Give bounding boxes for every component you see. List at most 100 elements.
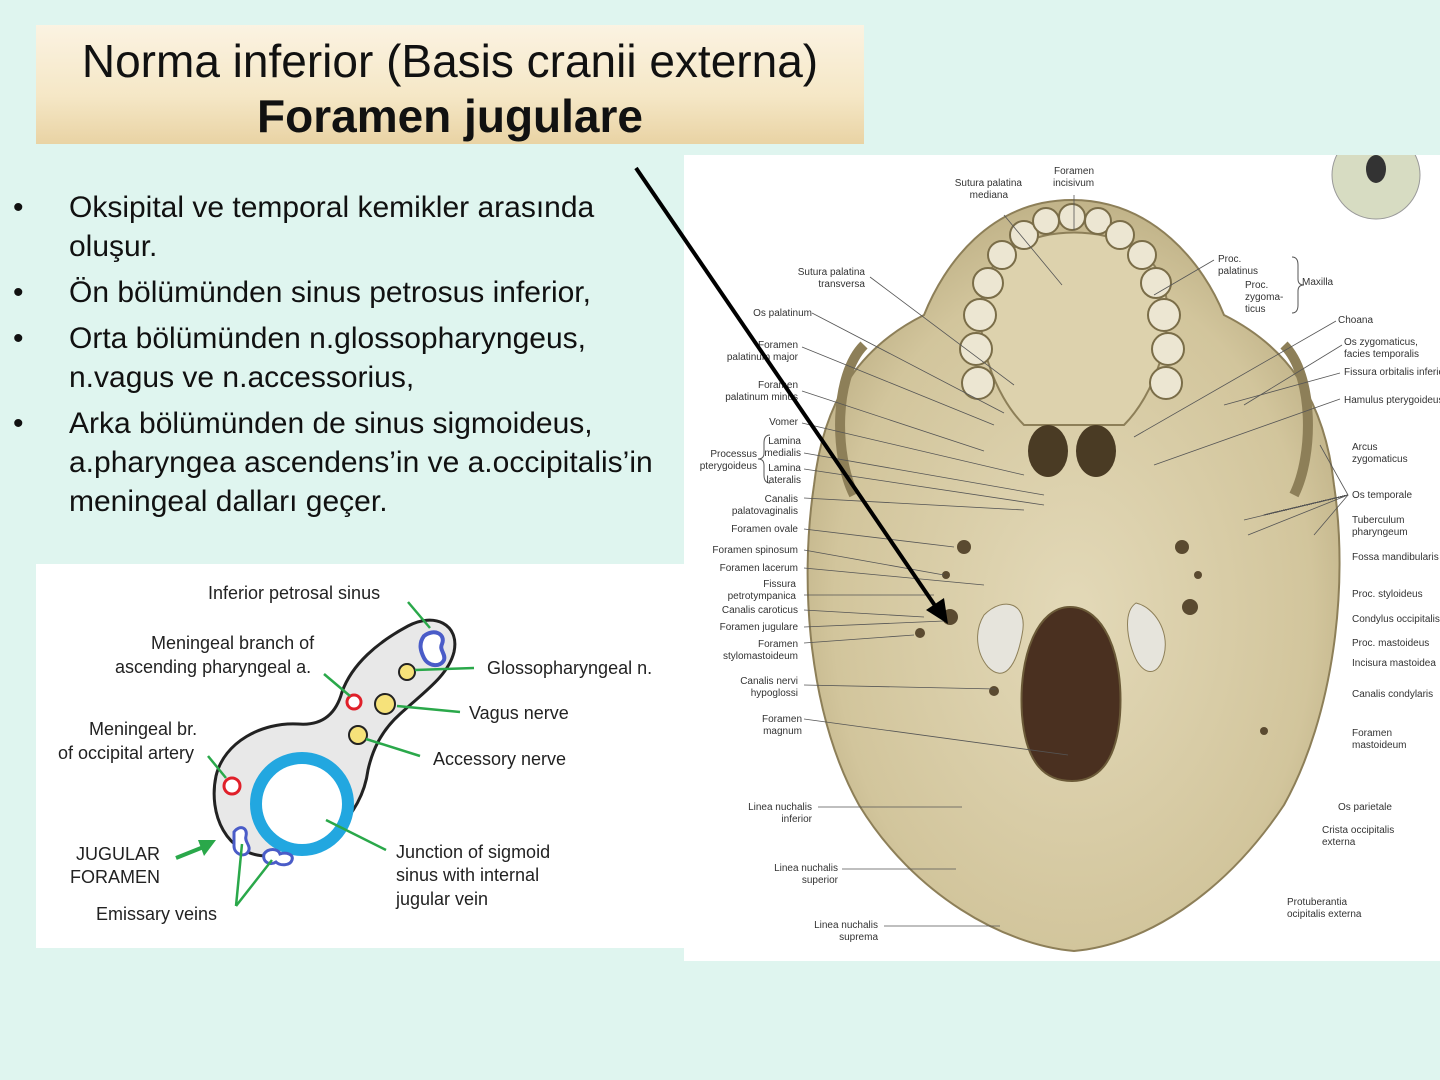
foramen-magnum bbox=[1020, 605, 1122, 783]
bullet-symbol: • bbox=[13, 407, 24, 440]
label-foramen-spinosum: Foramen spinosum bbox=[712, 545, 798, 556]
label-lamina-medialis-1: Lamina bbox=[768, 436, 801, 447]
label-linea-suprema-1: Linea nuchalis bbox=[814, 920, 878, 931]
orientation-thumbnail bbox=[1331, 155, 1421, 220]
label-foramen-palatinum-minus-2: palatinum minus bbox=[725, 392, 798, 403]
label-foramen-palatinum-major-2: palatinum major bbox=[727, 352, 799, 363]
label-crista-1: Crista occipitalis bbox=[1322, 825, 1394, 836]
skull-base-illustration: Sutura palatina mediana Sutura palatina … bbox=[684, 155, 1440, 961]
label-canalis-palatovaginalis-2: palatovaginalis bbox=[732, 506, 798, 517]
label-jugular-1: JUGULAR bbox=[76, 844, 160, 864]
label-sutura-palatina-transversa-1: Sutura palatina bbox=[798, 267, 866, 278]
meningeal-occipital-artery-dot bbox=[222, 776, 242, 796]
label-foramen-ovale: Foramen ovale bbox=[731, 524, 798, 535]
label-lamina-lateralis-2: lateralis bbox=[767, 475, 801, 486]
label-linea-inferior-1: Linea nuchalis bbox=[748, 802, 812, 813]
label-foramen-magnum-2: magnum bbox=[763, 726, 802, 737]
accessory-nerve-dot bbox=[348, 725, 368, 745]
label-foramen-magnum-1: Foramen bbox=[762, 714, 802, 725]
small-foramina bbox=[915, 540, 1268, 735]
label-foramen-mastoideum-1: Foramen bbox=[1352, 728, 1392, 739]
label-proc-zygomaticus-2: zygoma- bbox=[1245, 292, 1283, 303]
label-vagus: Vagus nerve bbox=[469, 703, 569, 723]
title-box: Norma inferior (Basis cranii externa) Fo… bbox=[36, 25, 864, 144]
teeth-row bbox=[959, 203, 1185, 400]
bullet-list: •Oksipital ve temporal kemikler arasında… bbox=[0, 188, 660, 528]
label-foramen-lacerum: Foramen lacerum bbox=[720, 563, 798, 574]
label-proc-palatinus-1: Proc. bbox=[1218, 254, 1241, 265]
label-os-parietale: Os parietale bbox=[1338, 802, 1392, 813]
skull-svg: Sutura palatina mediana Sutura palatina … bbox=[700, 155, 1440, 953]
emissary-vein-shape bbox=[232, 826, 251, 857]
label-vomer: Vomer bbox=[769, 417, 799, 428]
label-canalis-condylaris: Canalis condylaris bbox=[1352, 689, 1433, 700]
bullet-text: Arka bölümünden de sinus sigmoideus, a.p… bbox=[69, 407, 653, 518]
label-accessory: Accessory nerve bbox=[433, 749, 566, 769]
label-linea-suprema-2: suprema bbox=[839, 932, 878, 943]
bullet-item: • Ön bölümünden sinus petrosus inferior, bbox=[0, 273, 660, 312]
label-foramen-stylomastoideum-1: Foramen bbox=[758, 639, 798, 650]
label-canalis-hypoglossi-2: hypoglossi bbox=[751, 688, 798, 699]
label-proc-styloideus: Proc. styloideus bbox=[1352, 589, 1423, 600]
label-meningeal-pharyngeal-2: ascending pharyngeal a. bbox=[115, 657, 311, 677]
label-foramen-jugulare: Foramen jugulare bbox=[720, 622, 799, 633]
label-tuberculum-pharyngeum-1: Tuberculum bbox=[1352, 515, 1404, 526]
right-labels: Foramen incisivum Proc. palatinus Proc. … bbox=[1053, 166, 1440, 920]
label-foramen-mastoideum-2: mastoideum bbox=[1352, 740, 1406, 751]
label-hamulus: Hamulus pterygoideus bbox=[1344, 395, 1440, 406]
glossopharyngeal-nerve-dot bbox=[398, 663, 416, 681]
label-junction-1: Junction of sigmoid bbox=[396, 842, 550, 862]
label-glossopharyngeal: Glossopharyngeal n. bbox=[487, 658, 652, 678]
label-os-zygomaticus-1: Os zygomaticus, bbox=[1344, 337, 1418, 348]
label-foramen-stylomastoideum-2: stylomastoideum bbox=[723, 651, 798, 662]
label-sutura-palatina-mediana-1: Sutura palatina bbox=[955, 178, 1023, 189]
label-processus-pterygoideus-2: pterygoideus bbox=[700, 461, 757, 472]
label-proc-mastoideus: Proc. mastoideus bbox=[1352, 638, 1429, 649]
bullet-text: Orta bölümünden n.glossopharyngeus, n.va… bbox=[69, 322, 587, 394]
bullet-item: • Arka bölümünden de sinus sigmoideus, a.… bbox=[0, 404, 660, 521]
label-sutura-palatina-mediana-2: mediana bbox=[970, 190, 1009, 201]
label-junction-2: sinus with internal bbox=[396, 865, 539, 885]
label-emissary: Emissary veins bbox=[96, 904, 217, 924]
leader-lines bbox=[207, 601, 475, 907]
label-os-temporale: Os temporale bbox=[1352, 490, 1412, 501]
label-jugular-2: FORAMEN bbox=[70, 867, 160, 887]
label-proc-zygomaticus-1: Proc. bbox=[1245, 280, 1268, 291]
label-canalis-palatovaginalis-1: Canalis bbox=[765, 494, 798, 505]
jugular-diagram-svg: Inferior petrosal sinus Meningeal branch… bbox=[58, 583, 652, 924]
label-protuberantia-1: Protuberantia bbox=[1287, 897, 1347, 908]
bullet-text: Ön bölümünden sinus petrosus inferior, bbox=[69, 276, 591, 309]
meningeal-pharyngeal-artery-dot bbox=[345, 693, 363, 711]
label-maxilla: Maxilla bbox=[1302, 277, 1334, 288]
label-linea-inferior-2: inferior bbox=[781, 814, 812, 825]
label-canalis-caroticus: Canalis caroticus bbox=[722, 605, 798, 616]
label-meningeal-occipital-2: of occipital artery bbox=[58, 743, 194, 763]
label-condylus: Condylus occipitalis bbox=[1352, 614, 1440, 625]
label-fossa-mandibularis: Fossa mandibularis bbox=[1352, 552, 1439, 563]
label-proc-palatinus-2: palatinus bbox=[1218, 266, 1258, 277]
maxilla-brace bbox=[1291, 256, 1305, 314]
jugular-foramen-diagram: Inferior petrosal sinus Meningeal branch… bbox=[36, 564, 684, 948]
condyle-left bbox=[977, 603, 1024, 674]
label-foramen-incisivum-1: Foramen bbox=[1054, 166, 1094, 177]
label-incisura-mastoidea: Incisura mastoidea bbox=[1352, 658, 1436, 669]
label-canalis-hypoglossi-1: Canalis nervi bbox=[740, 676, 798, 687]
label-choana: Choana bbox=[1338, 315, 1373, 326]
slide-subtitle: Foramen jugulare bbox=[257, 90, 643, 142]
label-os-palatinum: Os palatinum bbox=[753, 308, 812, 319]
slide-title: Norma inferior (Basis cranii externa) bbox=[81, 35, 819, 87]
label-meningeal-pharyngeal-1: Meningeal branch of bbox=[151, 633, 315, 653]
label-meningeal-occipital-1: Meningeal br. bbox=[89, 719, 197, 739]
label-proc-zygomaticus-3: ticus bbox=[1245, 304, 1266, 315]
label-foramen-incisivum-2: incisivum bbox=[1053, 178, 1094, 189]
label-foramen-palatinum-minus-1: Foramen bbox=[758, 380, 798, 391]
bullet-symbol: • bbox=[13, 191, 24, 224]
label-crista-2: externa bbox=[1322, 837, 1356, 848]
label-os-zygomaticus-2: facies temporalis bbox=[1344, 349, 1419, 360]
bullet-symbol: • bbox=[13, 276, 24, 309]
jugular-vein-ring bbox=[250, 752, 354, 856]
label-fissura-orbitalis: Fissura orbitalis inferior bbox=[1344, 367, 1440, 378]
label-linea-superior-2: superior bbox=[802, 875, 839, 886]
label-protuberantia-2: ocipitalis externa bbox=[1287, 909, 1362, 920]
label-foramen-palatinum-major-1: Foramen bbox=[758, 340, 798, 351]
